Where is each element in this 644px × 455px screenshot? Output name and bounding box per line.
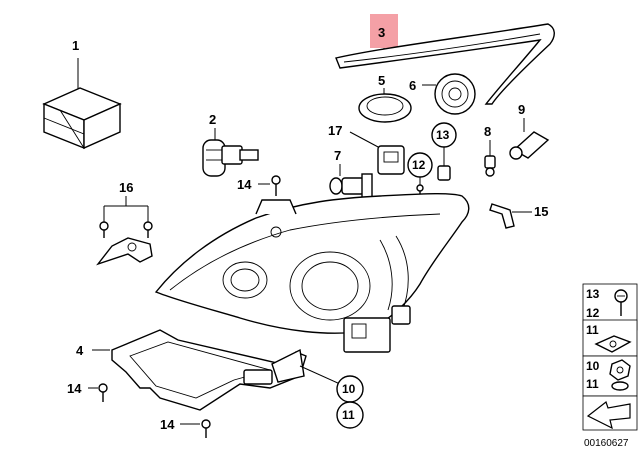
part-4-lower-frame[interactable] bbox=[92, 329, 307, 411]
part-16-mount-bracket[interactable] bbox=[96, 196, 153, 266]
part-6-cap[interactable] bbox=[422, 73, 476, 115]
callout-5: 5 bbox=[378, 73, 385, 88]
part-3-lens-cover[interactable] bbox=[335, 23, 555, 105]
callout-14-middle: 14 bbox=[67, 381, 82, 396]
callout-3: 3 bbox=[378, 25, 385, 40]
part-9-side-bulb[interactable] bbox=[509, 118, 550, 160]
callout-4: 4 bbox=[76, 343, 84, 358]
part-14-screw-bottom[interactable] bbox=[180, 419, 211, 438]
callout-14-top: 14 bbox=[237, 177, 252, 192]
callout-8: 8 bbox=[484, 124, 491, 139]
legend-nut-icon bbox=[609, 359, 631, 391]
callout-15: 15 bbox=[534, 204, 548, 219]
part-15-bracket[interactable] bbox=[489, 203, 532, 229]
part-13-clip[interactable] bbox=[437, 165, 451, 181]
callout-12: 12 bbox=[412, 158, 426, 172]
part-5-ring[interactable] bbox=[358, 88, 412, 123]
legend-row1-top: 13 bbox=[586, 287, 600, 301]
part-8-small-bulb[interactable] bbox=[484, 140, 496, 177]
legend-row3-bottom: 11 bbox=[586, 377, 599, 391]
callout-11-circle bbox=[336, 401, 364, 429]
legend-row3-top: 10 bbox=[586, 359, 600, 373]
part-1-box[interactable] bbox=[42, 58, 122, 150]
part-17-actuator[interactable] bbox=[349, 131, 405, 175]
legend-screw-icon bbox=[614, 289, 628, 316]
callout-9: 9 bbox=[518, 102, 525, 117]
callout-2: 2 bbox=[209, 112, 216, 127]
legend-row2: 11 bbox=[586, 323, 599, 337]
reference-number: 00160627 bbox=[584, 438, 629, 449]
callout-3-highlight bbox=[370, 14, 398, 48]
callout-16: 16 bbox=[119, 180, 133, 195]
callout-7: 7 bbox=[334, 148, 341, 163]
arrow-icon bbox=[586, 401, 631, 430]
callout-13: 13 bbox=[436, 128, 450, 142]
legend-row1-bottom: 12 bbox=[586, 306, 600, 320]
callout-17: 17 bbox=[328, 123, 342, 138]
part-2-bulb-socket[interactable] bbox=[202, 128, 259, 177]
callout-10: 10 bbox=[342, 382, 356, 396]
part-7-bulb[interactable] bbox=[329, 164, 373, 199]
part-14-screw-middle[interactable] bbox=[88, 383, 108, 402]
legend-clip-nut-icon bbox=[594, 335, 632, 353]
part-14-screw-top[interactable] bbox=[258, 175, 281, 196]
callout-6: 6 bbox=[409, 78, 416, 93]
headlight-housing[interactable] bbox=[154, 192, 470, 353]
callout-1: 1 bbox=[72, 38, 79, 53]
callout-14-bottom: 14 bbox=[160, 417, 175, 432]
callout-11: 11 bbox=[342, 408, 355, 422]
